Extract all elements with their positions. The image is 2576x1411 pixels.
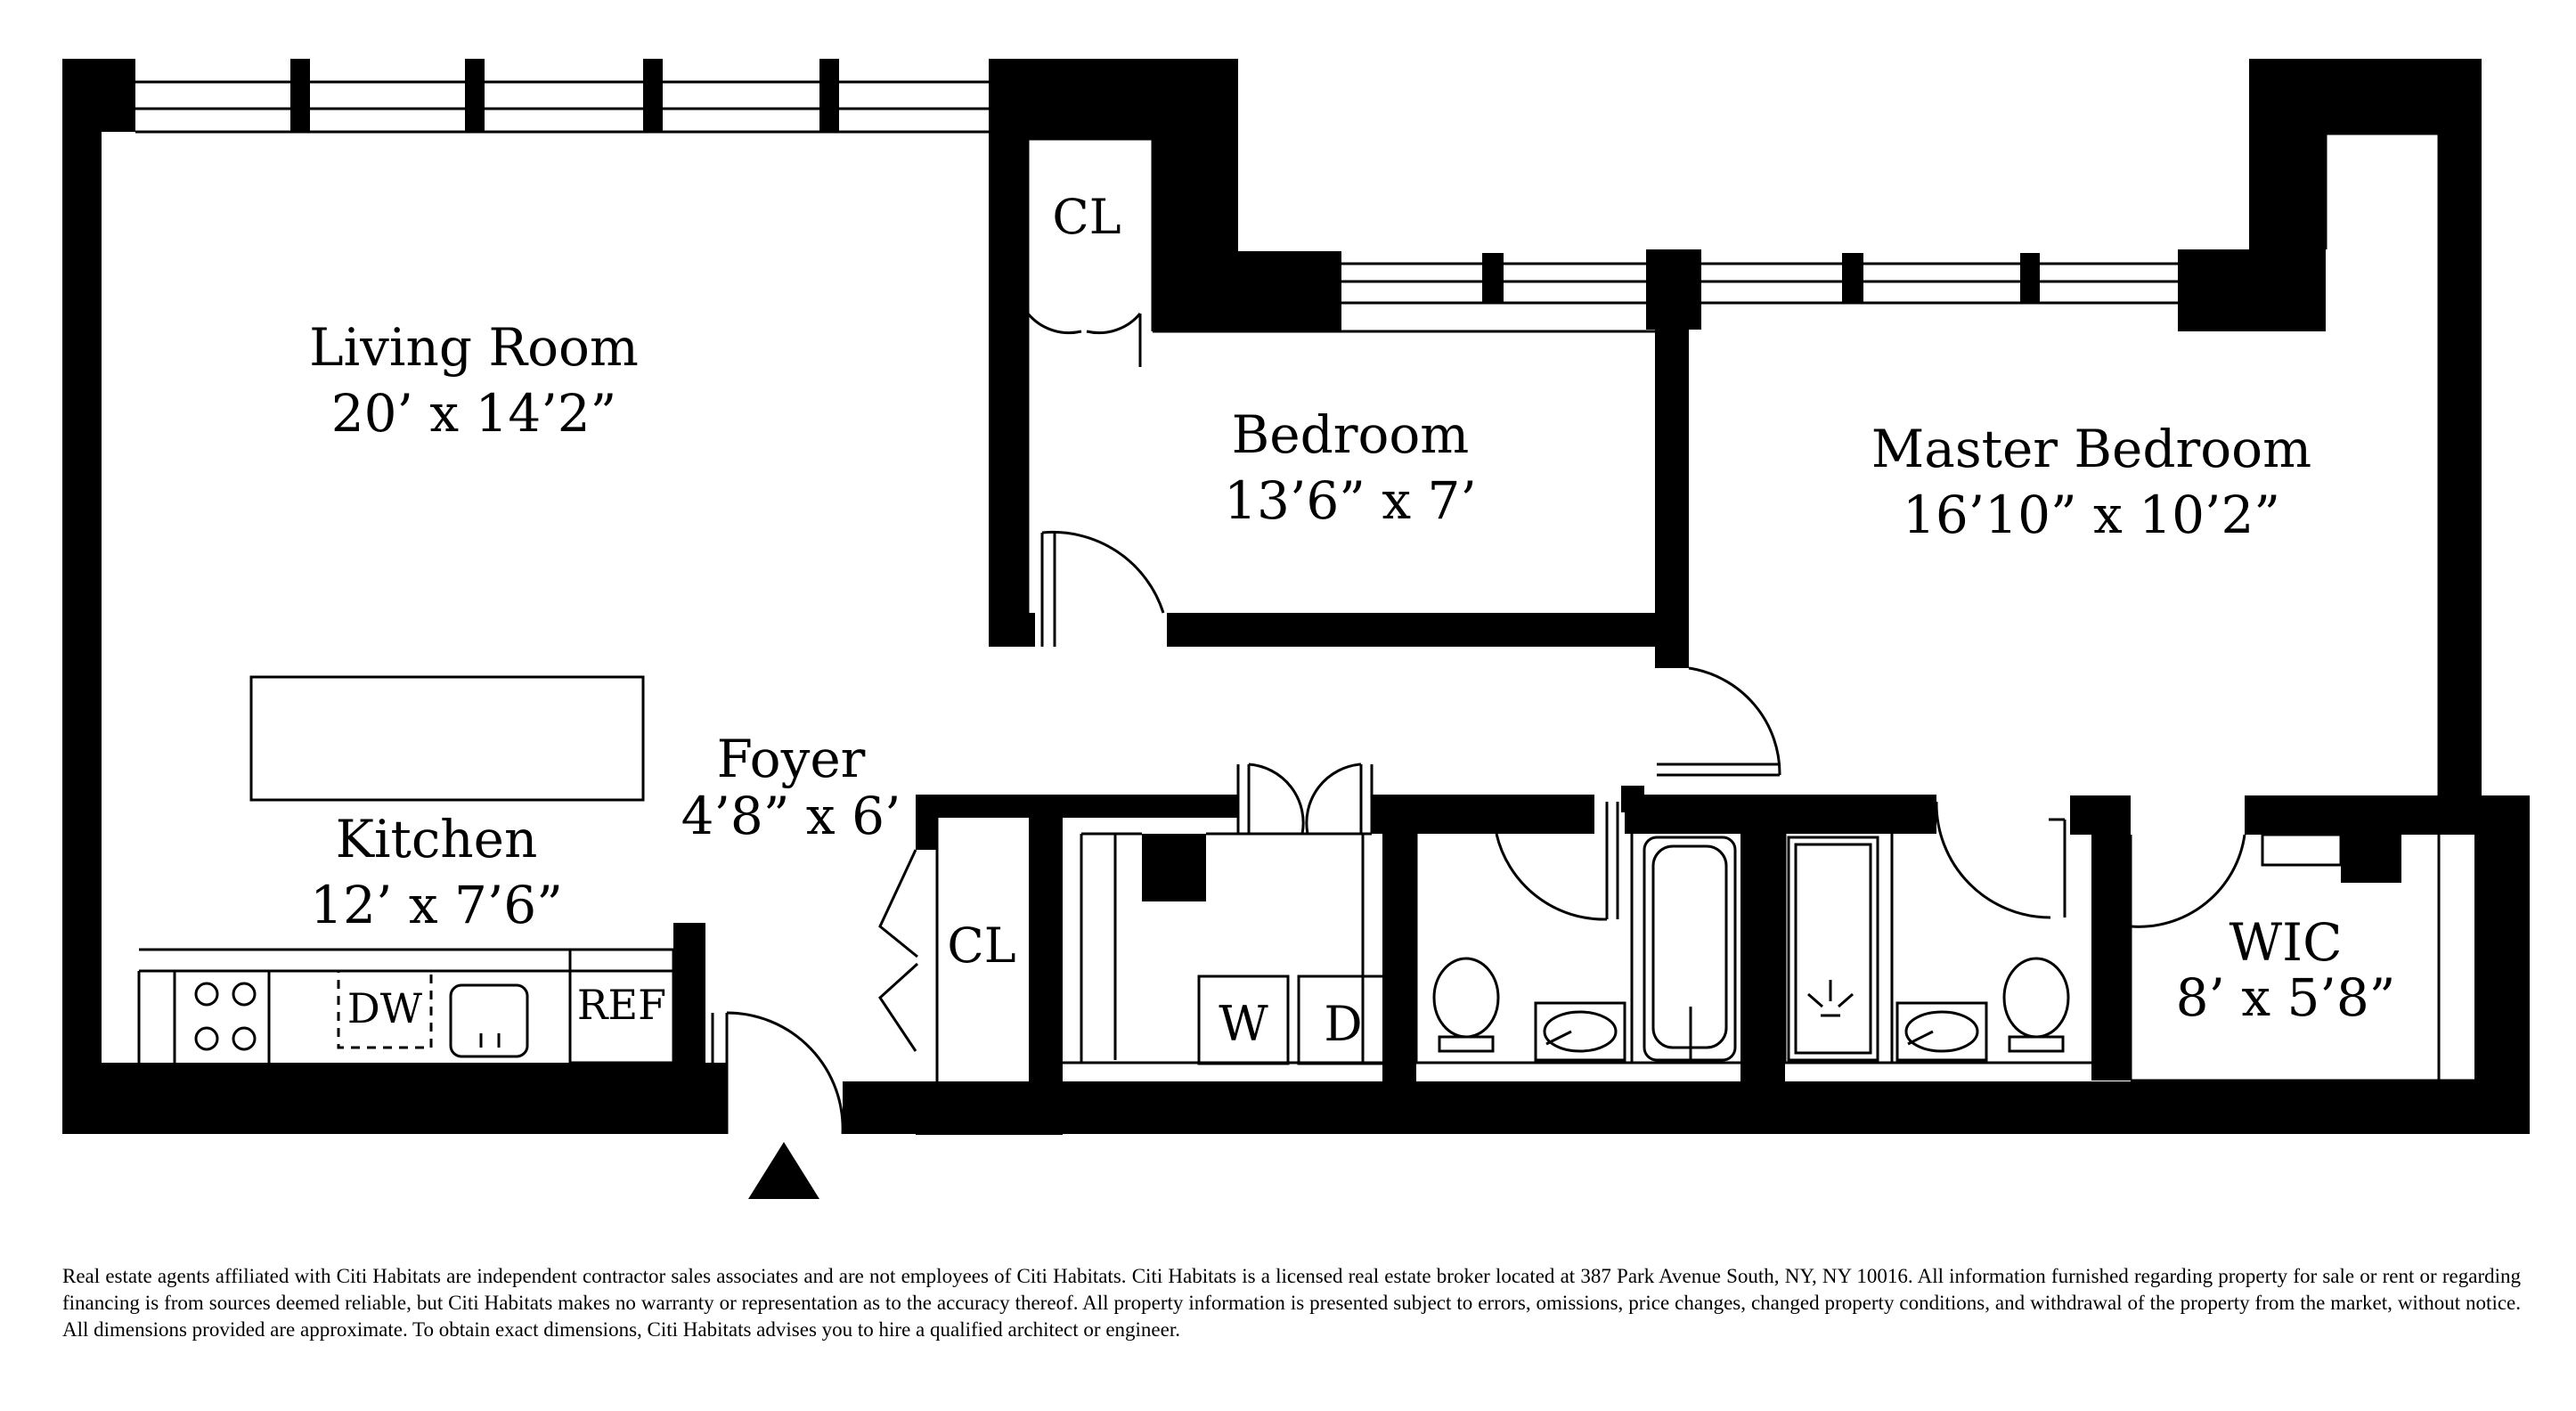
dishwasher-label: DW (347, 984, 423, 1032)
toilet-icon (1432, 957, 1500, 1039)
disclaimer-text: Real estate agents affiliated with Citi … (62, 1265, 2521, 1341)
living-room-dims: 20’ x 14’2” (331, 383, 617, 444)
dishwasher-box (337, 969, 433, 1049)
doors (711, 313, 2246, 1135)
bathroom-sink-icon (1534, 1001, 1626, 1062)
living-room-name: Living Room (309, 317, 639, 378)
closet-label-top: CL (1052, 189, 1121, 245)
master-bedroom-name: Master Bedroom (1871, 419, 2311, 479)
bedroom-name: Bedroom (1232, 404, 1470, 465)
washer-label: W (1219, 996, 1268, 1052)
stove-burner-icon (194, 982, 219, 1007)
shower-icon (1787, 836, 1879, 1062)
toilet-icon (2002, 957, 2070, 1039)
bathroom-sink-icon (1895, 1001, 1988, 1062)
foyer-dims: 4’8” x 6’ (681, 786, 901, 846)
fixtures (194, 836, 2070, 1065)
kitchen-sink-icon (449, 983, 529, 1058)
kitchen-dims: 12’ x 7’6” (310, 875, 563, 935)
dryer-label: D (1324, 996, 1362, 1052)
walls (62, 59, 2530, 1135)
windows (135, 80, 2441, 795)
stove-burner-icon (232, 982, 257, 1007)
master-bedroom-dims: 16’10” x 10’2” (1903, 485, 2280, 545)
bedroom-dims: 13’6” x 7’ (1224, 470, 1477, 531)
foyer-name: Foyer (717, 729, 866, 789)
stove-burner-icon (194, 1026, 219, 1051)
kitchen-name: Kitchen (336, 809, 538, 869)
entry-arrow-icon (748, 1142, 819, 1199)
refrigerator-label: REF (577, 981, 666, 1029)
wic-dims: 8’ x 5’8” (2176, 967, 2396, 1028)
closet-label-foyer: CL (947, 918, 1015, 974)
wic-name: WIC (2230, 912, 2343, 973)
stove-burner-icon (232, 1026, 257, 1051)
